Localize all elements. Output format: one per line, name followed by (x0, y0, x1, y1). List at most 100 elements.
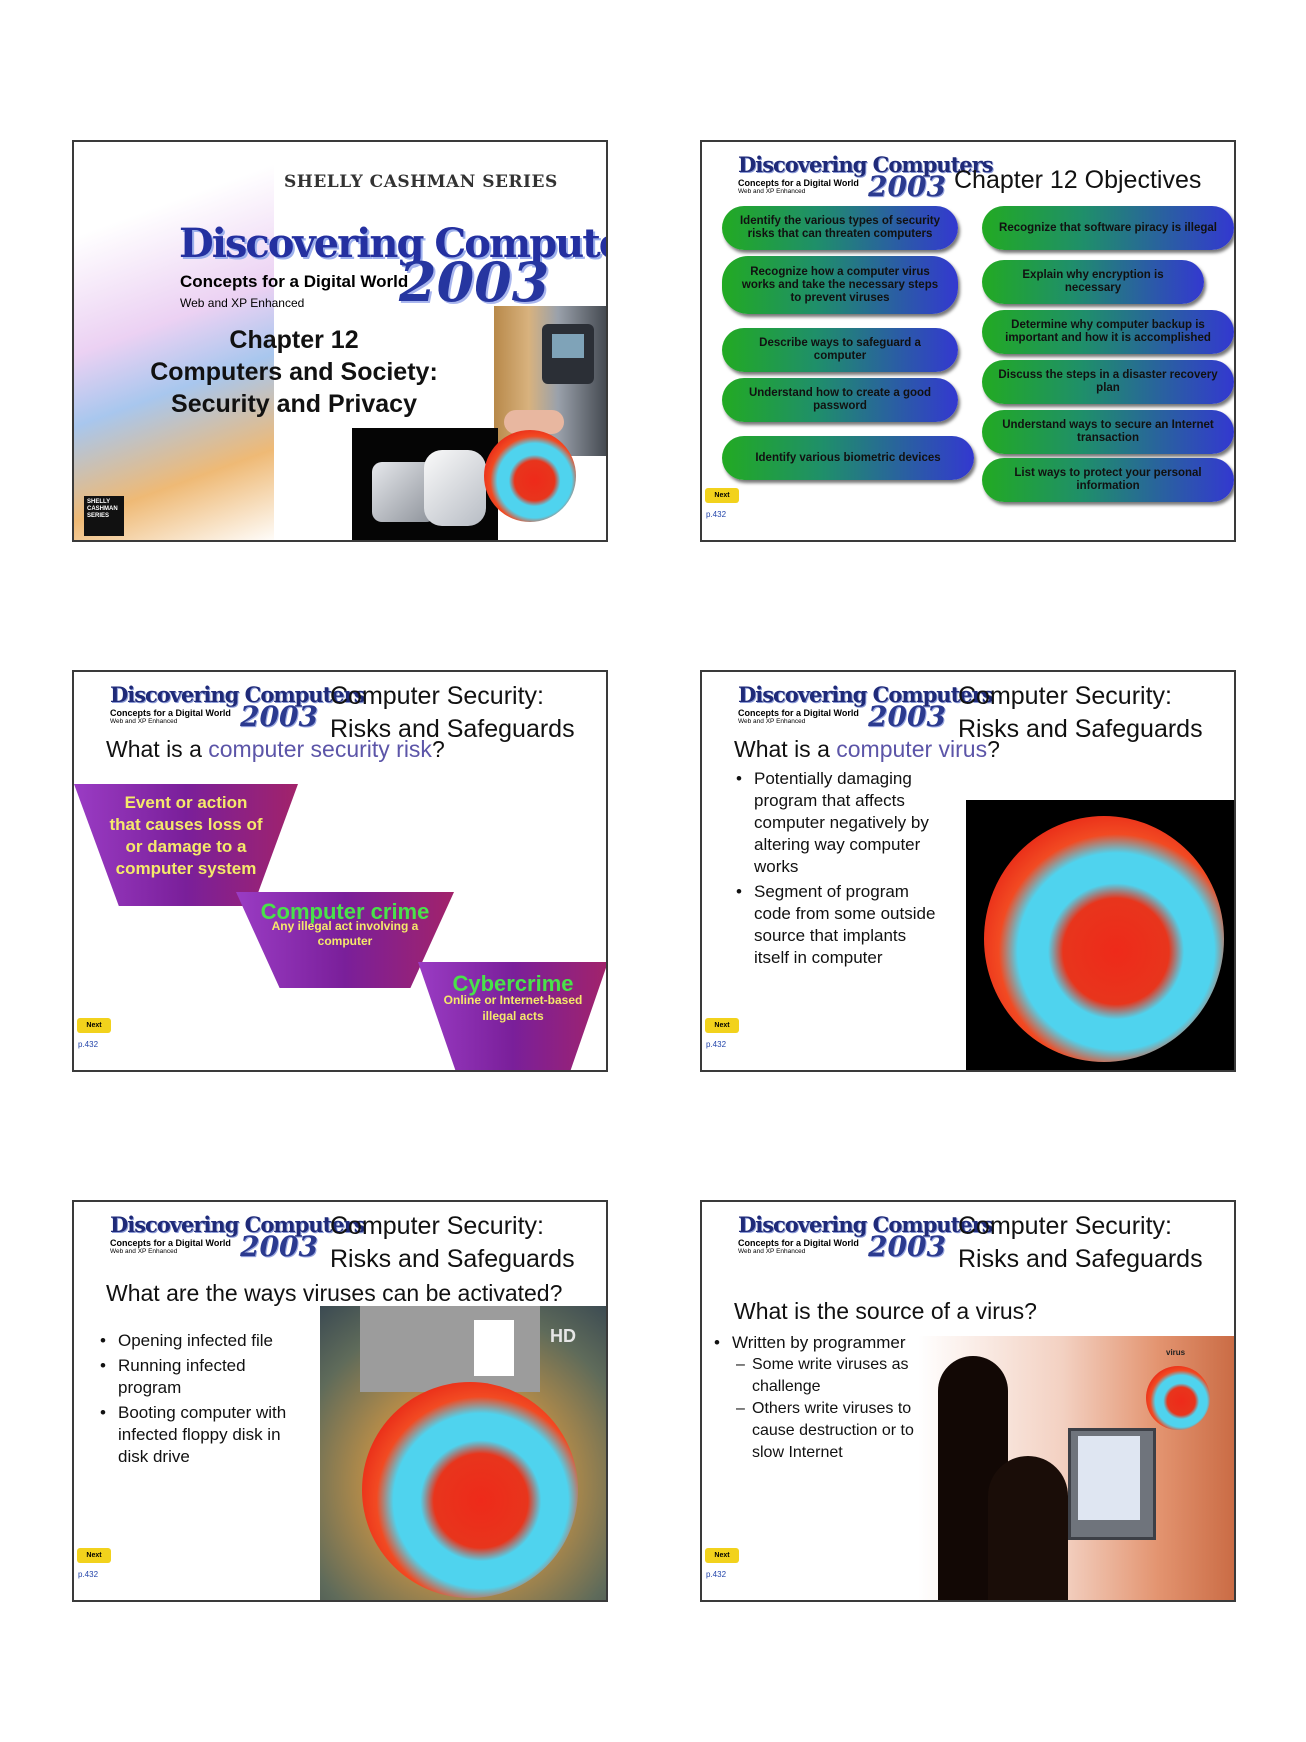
slide-question: What is a computer virus? (734, 736, 1000, 763)
chapter-name-line1: Computers and Society: (150, 358, 438, 386)
slide-question: What is the source of a virus? (734, 1298, 1037, 1324)
slide-4-computer-virus: Discovering Computers Concepts for a Dig… (700, 670, 1236, 1072)
objective-right-4: Discuss the steps in a disaster recovery… (982, 360, 1234, 404)
chapter-name-line2: Security and Privacy (171, 390, 417, 418)
slide-title-line2: Risks and Safeguards (330, 715, 575, 743)
sub-bullet-list: Some write viruses as challenge Others w… (732, 1354, 922, 1464)
definition-text: Event or action that causes loss of or d… (109, 793, 263, 878)
book-logo: Discovering Computers (179, 220, 606, 267)
virus-image (362, 1382, 578, 1598)
computer-crime-box: Computer crime Any illegal act involving… (236, 892, 454, 988)
logo-edition: Web and XP Enhanced (110, 1248, 178, 1255)
logo-edition: Web and XP Enhanced (738, 1248, 806, 1255)
logo-text: Discovering Computers (738, 1212, 994, 1237)
slide-title-line2: Risks and Safeguards (958, 715, 1203, 743)
logo-subtitle: Concepts for a Digital World (110, 1238, 231, 1248)
slide-title: Computer Security: Risks and Safeguards (958, 1210, 1203, 1276)
slide-title: Computer Security: Risks and Safeguards (330, 680, 575, 746)
slide-title-line2: Risks and Safeguards (958, 1245, 1203, 1273)
bullet-item: Running infected program (98, 1355, 310, 1399)
slide-title-line1: Computer Security: (330, 1212, 544, 1240)
definition-box: Event or action that causes loss of or d… (74, 784, 298, 906)
slide-title-line2: Risks and Safeguards (330, 1245, 575, 1273)
logo-text: Discovering Computers (738, 682, 994, 707)
next-button[interactable]: Next (705, 488, 739, 503)
book-logo: Discovering Computers Concepts for a Dig… (110, 1212, 366, 1266)
programmer-photo: virus (918, 1336, 1234, 1600)
page-reference: p.432 (78, 1570, 99, 1579)
slide-title: Computer Security: Risks and Safeguards (330, 1210, 575, 1276)
bullet-item: Opening infected file (98, 1330, 310, 1352)
objective-right-6: List ways to protect your personal infor… (982, 458, 1234, 502)
question-text: What is a (734, 736, 837, 762)
book-logo: Discovering Computers Concepts for a Dig… (110, 682, 366, 736)
question-text: What is a (106, 736, 209, 762)
objective-left-4: Understand how to create a good password (722, 378, 958, 422)
series-name: SHELLY CASHMAN SERIES (284, 172, 558, 192)
slide-2-objectives: Discovering Computers Concepts for a Dig… (700, 140, 1236, 542)
question-term: computer virus (836, 736, 988, 762)
logo-year: 2003 (240, 1230, 318, 1263)
scanner-device-photo (352, 428, 498, 540)
question-mark: ? (987, 736, 1000, 762)
cybercrime-box: Cybercrime Online or Internet-based ille… (418, 962, 606, 1070)
slide-question: What are the ways viruses can be activat… (106, 1280, 563, 1306)
next-button[interactable]: Next (77, 1548, 111, 1563)
logo-edition: Web and XP Enhanced (738, 188, 806, 195)
cybercrime-title: Cybercrime (452, 971, 574, 996)
logo-subtitle: Concepts for a Digital World (738, 178, 859, 188)
next-button[interactable]: Next (77, 1018, 111, 1033)
page-reference: p.432 (706, 1040, 727, 1049)
floppy-disk-photo: HD (320, 1306, 606, 1600)
bullet-item: Written by programmer Some write viruses… (712, 1332, 922, 1464)
virus-image (1146, 1366, 1210, 1430)
logo-subtitle: Concepts for a Digital World (110, 708, 231, 718)
virus-image (984, 816, 1224, 1062)
background-collage (74, 142, 274, 540)
book-logo: Discovering Computers Concepts for a Dig… (738, 682, 994, 736)
book-logo: Discovering Computers Concepts for a Dig… (738, 1212, 994, 1266)
page-reference: p.432 (78, 1040, 99, 1049)
slide-title: Chapter 12 Objectives (954, 166, 1202, 194)
logo-year: 2003 (868, 700, 946, 733)
disk-density-label: HD (550, 1326, 576, 1346)
book-edition: Web and XP Enhanced (180, 296, 305, 310)
logo-year: 2003 (868, 170, 946, 203)
bullet-list: Written by programmer Some write viruses… (712, 1332, 922, 1467)
sub-bullet-item: Some write viruses as challenge (732, 1354, 922, 1398)
objective-right-1: Recognize that software piracy is illega… (982, 206, 1234, 250)
page-reference: p.432 (706, 1570, 727, 1579)
book-subtitle: Concepts for a Digital World (180, 272, 409, 291)
virus-label: virus (1166, 1348, 1186, 1357)
virus-photo (966, 800, 1234, 1070)
logo-subtitle: Concepts for a Digital World (738, 1238, 859, 1248)
slide-1-title: SHELLY CASHMAN SERIES Discovering Comput… (72, 140, 608, 542)
logo-text: Discovering Computers (110, 1212, 366, 1237)
computer-crime-text: Any illegal act involving a computer (271, 919, 419, 948)
slide-title-line1: Computer Security: (958, 682, 1172, 710)
bullet-list: Opening infected file Running infected p… (98, 1330, 310, 1471)
fingerprint-scanner-photo (494, 306, 606, 456)
logo-edition: Web and XP Enhanced (110, 718, 178, 725)
next-button[interactable]: Next (705, 1548, 739, 1563)
objective-right-2: Explain why encryption is necessary (982, 260, 1204, 304)
logo-text: Discovering Computers (110, 682, 366, 707)
objective-left-3: Describe ways to safeguard a computer (722, 328, 958, 372)
objective-right-3: Determine why computer backup is importa… (982, 310, 1234, 354)
question-term: computer security risk (208, 736, 432, 762)
slide-title-line1: Computer Security: (330, 682, 544, 710)
objective-left-1: Identify the various types of security r… (722, 206, 958, 250)
slide-title-line1: Computer Security: (958, 1212, 1172, 1240)
logo-subtitle: Concepts for a Digital World (738, 708, 859, 718)
sub-bullet-item: Others write viruses to cause destructio… (732, 1398, 922, 1464)
next-button[interactable]: Next (705, 1018, 739, 1033)
slide-question: What is a computer security risk? (106, 736, 445, 763)
computer-crime-title: Computer crime (260, 899, 430, 924)
virus-image (484, 430, 576, 522)
book-year: 2003 (399, 250, 550, 314)
page-reference: p.432 (706, 510, 727, 519)
bullet-item: Segment of program code from some outsid… (734, 881, 944, 969)
slide-5-virus-activation: Discovering Computers Concepts for a Dig… (72, 1200, 608, 1602)
question-mark: ? (431, 736, 445, 762)
book-logo: Discovering Computers Concepts for a Dig… (738, 152, 994, 206)
